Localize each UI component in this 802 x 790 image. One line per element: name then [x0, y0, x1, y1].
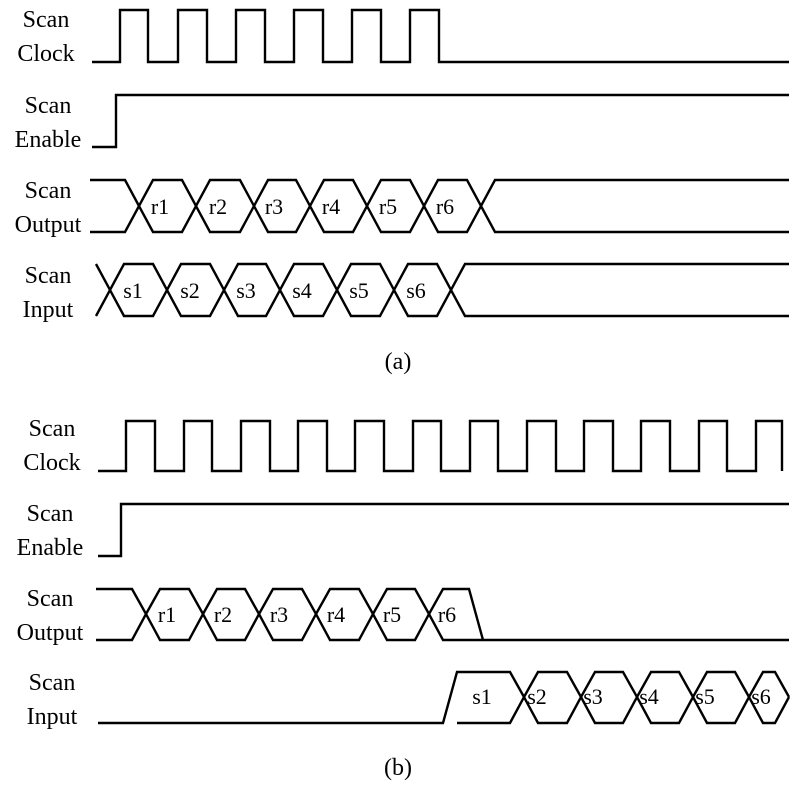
scan-output-label-line1: Scan [27, 586, 74, 612]
scan-output-seg-r3: r3 [265, 194, 283, 219]
scan-output-seg-r5: r5 [383, 602, 401, 627]
scan-input-seg-s3: s3 [583, 684, 603, 709]
scan-output-seg-r1: r1 [158, 602, 176, 627]
scan-input-seg-s6: s6 [406, 278, 426, 303]
scan-input-seg-s1: s1 [123, 278, 143, 303]
scan-clock-label-line1: Scan [23, 7, 70, 33]
scan-enable-label-line1: Scan [25, 93, 72, 119]
scan-input-seg-s5: s5 [695, 684, 715, 709]
panel-b-caption: (b) [384, 755, 412, 781]
scan-clock-label-line2: Clock [17, 41, 74, 67]
scan-output-seg-r1: r1 [151, 194, 169, 219]
scan-input-bus-outline [94, 262, 789, 318]
scan-input-seg-s5: s5 [349, 278, 369, 303]
scan-output-seg-r6: r6 [438, 602, 456, 627]
scan-clock-waveform [92, 8, 789, 64]
scan-output-seg-r4: r4 [327, 602, 345, 627]
scan-input-label-line2: Input [23, 297, 74, 323]
scan-input-seg-s2: s2 [527, 684, 547, 709]
scan-input-label-line2: Input [27, 704, 78, 730]
scan-clock-label-line2: Clock [23, 450, 80, 476]
scan-input-seg-s4: s4 [639, 684, 659, 709]
scan-output-seg-r5: r5 [379, 194, 397, 219]
scan-enable-label-line2: Enable [17, 535, 84, 561]
scan-output-bus-outline [90, 178, 789, 234]
scan-output-label-line1: Scan [25, 178, 72, 204]
scan-input-label-line1: Scan [29, 670, 76, 696]
scan-input-bus: s1 s2 s3 s4 s5 s6 [98, 670, 791, 725]
scan-clock-waveform [98, 419, 784, 473]
scan-clock-label-line1: Scan [29, 416, 76, 442]
scan-output-bus-outline [96, 587, 789, 642]
scan-output-seg-r2: r2 [214, 602, 232, 627]
scan-output-seg-r6: r6 [436, 194, 454, 219]
scan-output-bus: r1 r2 r3 r4 r5 r6 [90, 178, 789, 234]
scan-enable-waveform [92, 93, 789, 149]
scan-input-seg-s1: s1 [472, 684, 492, 709]
scan-input-seg-s3: s3 [236, 278, 256, 303]
panel-b: Scan Clock Scan Enable Scan Output r1 r2… [17, 416, 791, 781]
scan-output-seg-r4: r4 [322, 194, 340, 219]
panel-a: Scan Clock Scan Enable Scan Output r1 r2… [15, 7, 789, 375]
scan-input-seg-s6: s6 [751, 684, 771, 709]
scan-output-bus: r1 r2 r3 r4 r5 r6 [96, 587, 789, 642]
scan-output-label-line2: Output [17, 620, 84, 646]
scan-output-seg-r2: r2 [209, 194, 227, 219]
scan-enable-label-line2: Enable [15, 127, 82, 153]
scan-input-label-line1: Scan [25, 263, 72, 289]
scan-output-seg-r3: r3 [270, 602, 288, 627]
panel-a-caption: (a) [385, 349, 412, 375]
scan-input-bus: s1 s2 s3 s4 s5 s6 [94, 262, 789, 318]
scan-input-seg-s2: s2 [180, 278, 200, 303]
scan-input-bus-outline [98, 670, 791, 725]
scan-input-seg-s4: s4 [292, 278, 312, 303]
scan-output-label-line2: Output [15, 212, 82, 238]
scan-enable-label-line1: Scan [27, 501, 74, 527]
scan-enable-waveform [98, 502, 789, 558]
